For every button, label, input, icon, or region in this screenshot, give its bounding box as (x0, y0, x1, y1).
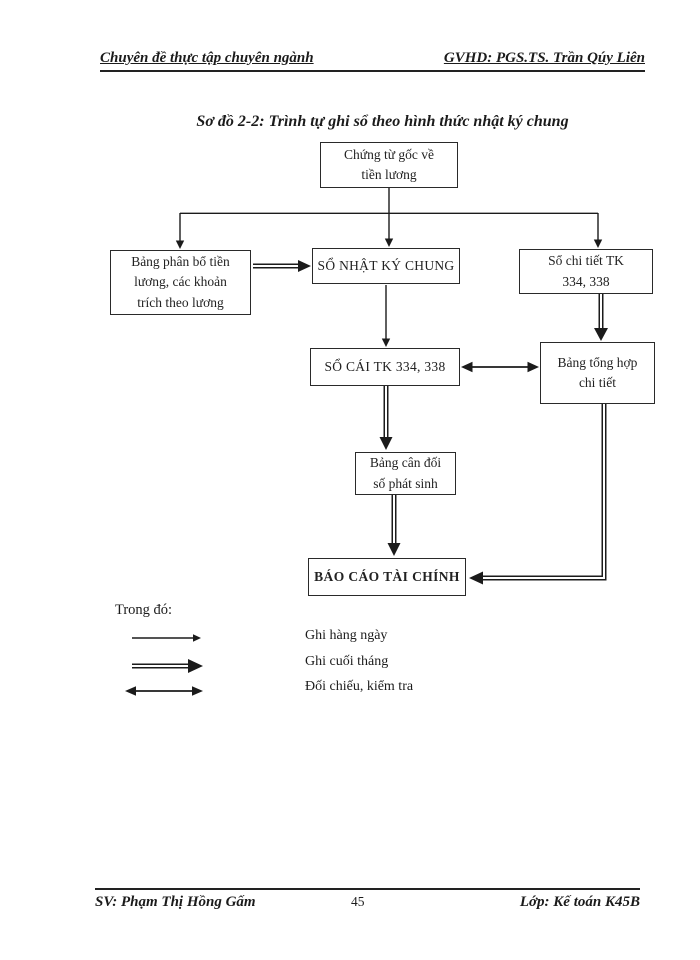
node-line: chi tiết (578, 375, 617, 390)
arrow-nhatky-to-socai (381, 285, 391, 347)
legend-double-arrow-icon (132, 659, 203, 673)
page-footer: SV: Phạm Thị Hồng Gấm 45 Lớp: Kế toán K4… (95, 888, 640, 911)
node-bang-can-doi: Bảng cân đối số phát sinh (355, 452, 456, 495)
node-line: tiền lương (361, 167, 417, 182)
node-so-cai: SỔ CÁI TK 334, 338 (310, 348, 460, 386)
arrow-tonghop-to-baocao (469, 404, 607, 585)
node-line: Sổ chi tiết TK (548, 253, 624, 269)
legend-single-arrow-icon (132, 634, 201, 642)
legend-label-monthly: Ghi cuối tháng (305, 654, 389, 669)
node-line: SỔ CÁI TK 334, 338 (324, 358, 446, 374)
node-line: BÁO CÁO TÀI CHÍNH (314, 568, 460, 584)
arrow-socai-tonghop-twoway (461, 361, 539, 373)
arrow-chungtu-branch (175, 188, 603, 249)
node-line: Bảng phân bổ tiền (131, 254, 230, 270)
footer-page-number: 45 (350, 894, 365, 909)
arrow-socai-to-candoi (379, 386, 393, 450)
node-chung-tu-goc: Chứng từ gốc về tiền lương (320, 142, 458, 188)
node-line: lương, các khoản (134, 274, 227, 290)
diagram-title: Sơ đồ 2-2: Trình tự ghi sổ theo hình thứ… (196, 113, 569, 130)
arrow-chitiet-to-tonghop (594, 294, 608, 341)
legend-label-daily: Ghi hàng ngày (305, 628, 388, 643)
node-line: Chứng từ gốc về (344, 146, 434, 162)
legend-two-way-arrow-icon (125, 686, 203, 696)
footer-class: Lớp: Kế toán K45B (519, 894, 640, 910)
footer-student-name: SV: Phạm Thị Hồng Gấm (95, 894, 256, 910)
node-so-chi-tiet: Sổ chi tiết TK 334, 338 (519, 249, 653, 294)
arrow-phanbo-to-nhatky (253, 260, 311, 272)
node-bao-cao-tai-chinh: BÁO CÁO TÀI CHÍNH (308, 558, 466, 596)
page-header: Chuyên đề thực tập chuyên ngành GVHD: PG… (100, 50, 645, 72)
node-line: Bảng cân đối (369, 455, 442, 471)
node-so-nhat-ky-chung: SỔ NHẬT KÝ CHUNG (312, 248, 460, 284)
node-bang-tong-hop: Bảng tổng hợp chi tiết (540, 342, 655, 404)
node-line: Bảng tổng hợp (557, 354, 638, 370)
node-line: số phát sinh (373, 475, 438, 491)
arrow-candoi-to-baocao (387, 495, 401, 556)
node-line: 334, 338 (562, 273, 610, 289)
header-course-title: Chuyên đề thực tập chuyên ngành (100, 50, 314, 66)
legend-label-check: Đối chiếu, kiểm tra (305, 679, 414, 694)
node-line: trích theo lương (137, 294, 224, 310)
legend-intro: Trong đó: (115, 602, 173, 618)
header-advisor: GVHD: PGS.TS. Trần Qúy Liên (443, 50, 645, 66)
node-line: SỔ NHẬT KÝ CHUNG (317, 257, 455, 273)
node-bang-phan-bo: Bảng phân bổ tiền lương, các khoản trích… (110, 250, 251, 315)
